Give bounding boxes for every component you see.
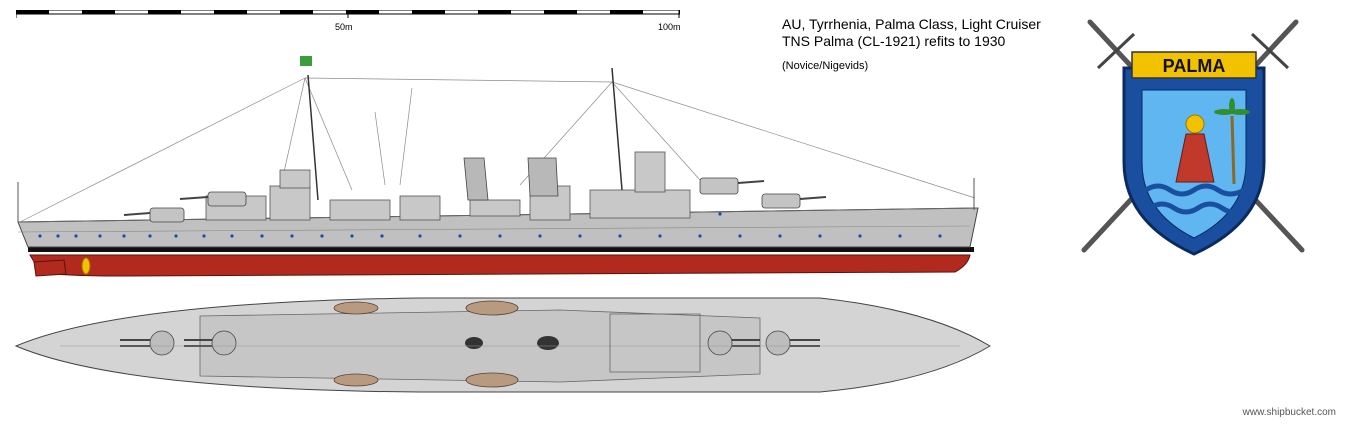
gun-barrels: [123, 180, 827, 216]
author-credit: (Novice/Nigevids): [782, 60, 869, 72]
palm-leaves: [1214, 98, 1250, 115]
title-line-2: TNS Palma (CL-1921) refits to 1930: [782, 33, 1006, 49]
funnels: [463, 157, 559, 201]
crest-banner: [1131, 51, 1257, 79]
scale-label-50m: 50m: [335, 22, 353, 32]
superstructure: [205, 151, 691, 221]
crest-banner-text: PALMA: [1163, 56, 1226, 76]
turrets-side: [149, 177, 801, 223]
title-block: AU, Tyrrhenia, Palma Class, Light Cruise…: [782, 16, 1041, 75]
waves-icon: [1144, 183, 1246, 215]
tower-icon: [1175, 133, 1215, 183]
ship-drawing: [14, 56, 991, 393]
turrets-top: [149, 330, 791, 356]
side-profile: [17, 56, 979, 277]
crest: PALMA: [1081, 19, 1305, 256]
boats: [333, 300, 519, 388]
scale-bar: [16, 10, 680, 18]
scale-label-100m: 100m: [658, 22, 681, 32]
title-line-1: AU, Tyrrhenia, Palma Class, Light Cruise…: [782, 16, 1041, 32]
sword-guards-icon: [1096, 32, 1290, 70]
masts: [307, 67, 623, 201]
watermark: www.shipbucket.com: [1242, 407, 1336, 418]
palm-tree-icon: [1230, 115, 1236, 185]
top-view: [14, 297, 991, 393]
halo-icon: [1185, 114, 1205, 134]
